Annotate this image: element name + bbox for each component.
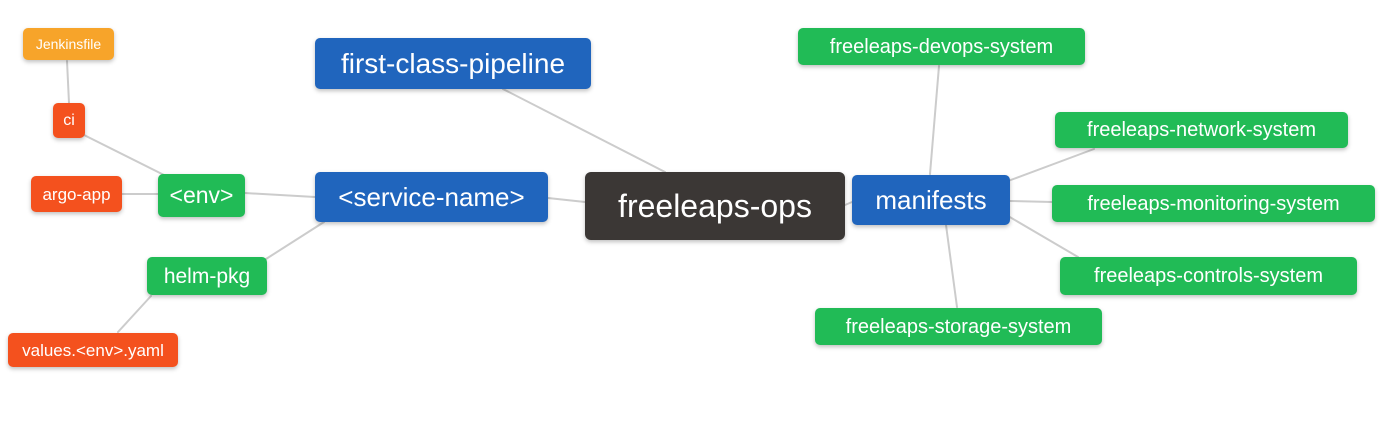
node-freeleaps-monitoring-system-label: freeleaps-monitoring-system: [1087, 192, 1340, 215]
edge-first-class-pipeline-ops: [502, 88, 666, 173]
node-freeleaps-monitoring-system[interactable]: freeleaps-monitoring-system: [1052, 185, 1375, 222]
node-env-label: <env>: [169, 182, 234, 208]
node-freeleaps-storage-system-label: freeleaps-storage-system: [845, 315, 1072, 338]
node-first-class-pipeline-label: first-class-pipeline: [340, 47, 566, 79]
edge-jenkinsfile-ci: [66, 60, 70, 104]
node-values-env-yaml-label: values.<env>.yaml: [22, 340, 164, 360]
node-argo-app-label: argo-app: [42, 184, 111, 204]
node-argo-app[interactable]: argo-app: [31, 176, 122, 212]
edge-manifests-devops: [929, 65, 940, 175]
node-freeleaps-network-system-label: freeleaps-network-system: [1087, 119, 1316, 141]
node-jenkinsfile-label: Jenkinsfile: [35, 36, 102, 52]
edge-manifests-controls: [1007, 215, 1079, 258]
node-manifests-label: manifests: [875, 185, 987, 215]
node-freeleaps-ops[interactable]: freeleaps-ops: [585, 172, 845, 240]
node-freeleaps-devops-system[interactable]: freeleaps-devops-system: [798, 28, 1085, 65]
edge-ops-manifests: [844, 201, 853, 206]
edge-manifests-network: [1007, 148, 1095, 182]
node-freeleaps-network-system[interactable]: freeleaps-network-system: [1055, 112, 1348, 148]
node-freeleaps-ops-label: freeleaps-ops: [618, 188, 812, 224]
edge-values-helm-pkg: [117, 295, 152, 333]
node-jenkinsfile[interactable]: Jenkinsfile: [23, 28, 114, 60]
node-helm-pkg-label: helm-pkg: [163, 264, 251, 288]
node-manifests[interactable]: manifests: [852, 175, 1010, 225]
node-first-class-pipeline[interactable]: first-class-pipeline: [315, 38, 591, 89]
node-helm-pkg[interactable]: helm-pkg: [147, 257, 267, 295]
node-freeleaps-storage-system[interactable]: freeleaps-storage-system: [815, 308, 1102, 345]
node-env[interactable]: <env>: [158, 174, 245, 217]
edge-manifests-monitoring: [1009, 200, 1053, 203]
node-values-env-yaml[interactable]: values.<env>.yaml: [8, 333, 178, 367]
edge-service-name-ops: [547, 197, 586, 203]
edge-env-service-name: [244, 192, 316, 198]
node-freeleaps-controls-system-label: freeleaps-controls-system: [1094, 265, 1323, 287]
node-ci[interactable]: ci: [53, 103, 85, 138]
edge-manifests-storage: [945, 224, 958, 308]
node-ci-label: ci: [63, 111, 75, 129]
node-service-name[interactable]: <service-name>: [315, 172, 548, 222]
node-freeleaps-devops-system-label: freeleaps-devops-system: [829, 35, 1054, 58]
edge-helm-pkg-service-name: [265, 221, 325, 260]
node-freeleaps-controls-system[interactable]: freeleaps-controls-system: [1060, 257, 1357, 295]
edge-ci-env: [83, 134, 167, 177]
node-service-name-label: <service-name>: [338, 182, 525, 212]
